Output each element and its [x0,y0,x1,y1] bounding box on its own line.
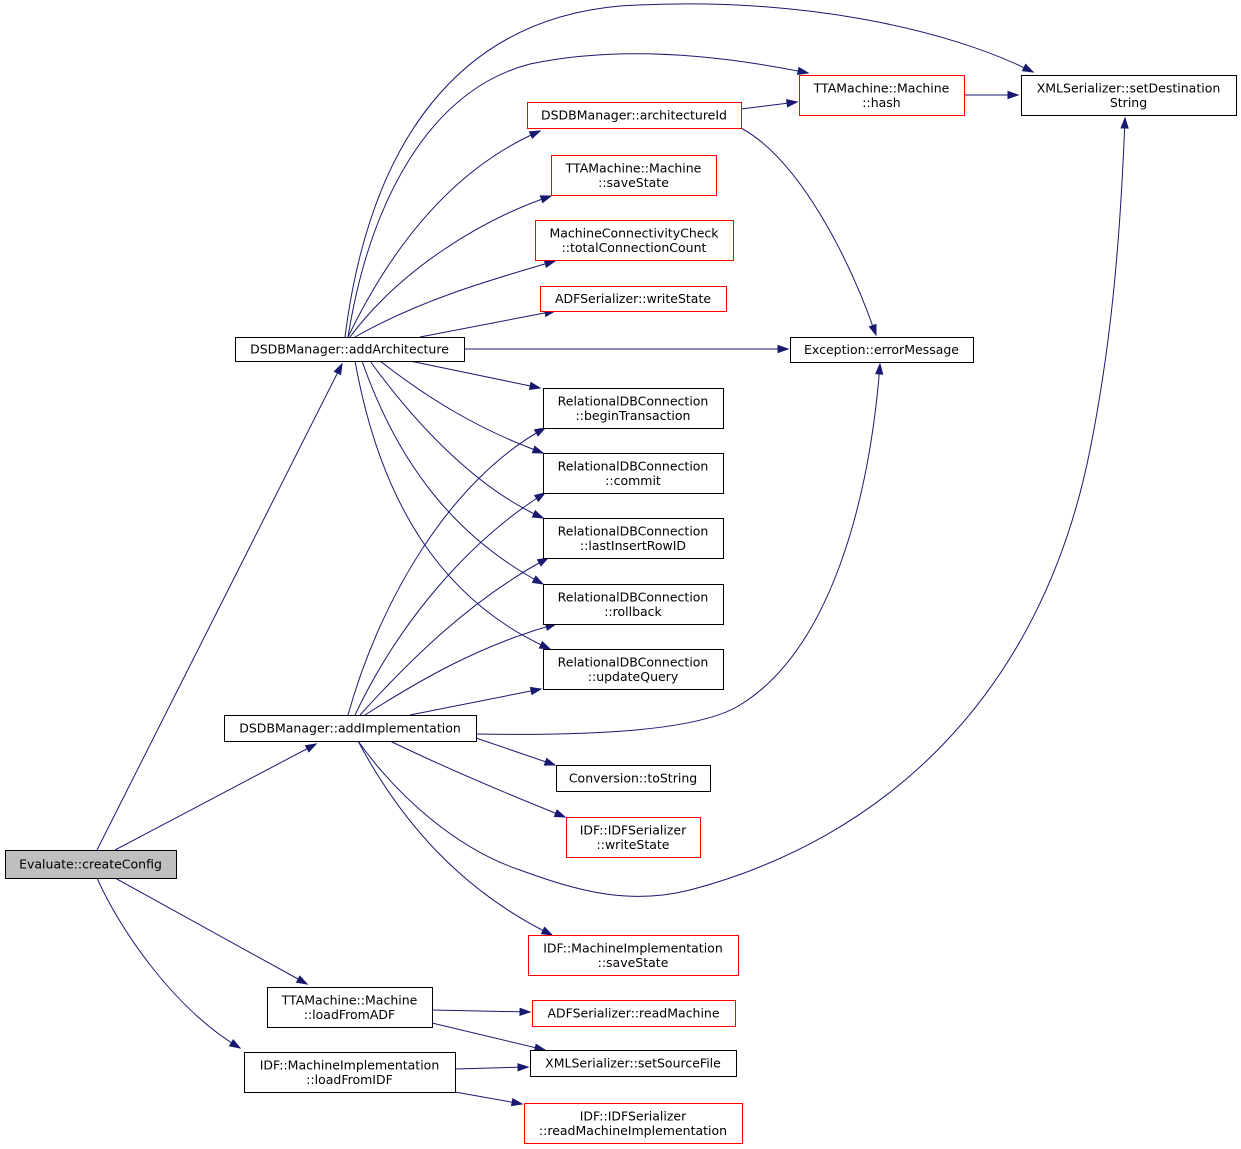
node-begin[interactable]: RelationalDBConnection::beginTransaction [543,388,724,429]
edge-loadidf-to-setsource [454,1063,530,1072]
node-label: RelationalDBConnection [558,589,709,604]
node-label: ::loadFromIDF [306,1072,393,1087]
node-label: ::hash [862,95,900,110]
node-label: ::rollback [604,604,662,619]
edge-hash-to-setdest [964,90,1020,100]
node-readimpl[interactable]: IDF::IDFSerializer::readMachineImplement… [524,1103,743,1144]
edge-addimpl-to-lastrow [359,557,550,716]
edge-addarch-to-lastrow [369,360,545,519]
node-label: ::commit [605,473,661,488]
edge-addimpl-to-begin [347,427,547,716]
node-label: RelationalDBConnection [558,458,709,473]
node-idfwrite[interactable]: IDF::IDFSerializer::writeState [566,817,701,858]
edge-addimpl-to-idfwrite [389,740,567,818]
edge-eval-to-loadadf [114,877,309,985]
edge-loadadf-to-readmachine [431,1007,532,1016]
node-label: ::lastInsertRowID [580,538,686,553]
edge-addimpl-to-update [409,686,543,716]
node-setsource[interactable]: XMLSerializer::setSourceFile [530,1050,737,1077]
node-eval[interactable]: Evaluate::createConfig [5,850,177,879]
node-label: ::saveState [598,175,669,190]
edge-eval-to-loadidf [96,877,242,1049]
edge-addimpl-to-errmsg [475,362,884,735]
node-label: IDF::IDFSerializer [580,822,687,837]
node-savestate[interactable]: TTAMachine::Machine::saveState [551,155,717,196]
edge-addimpl-to-implsave [357,740,554,936]
edge-addarch-to-archid [347,130,542,338]
edge-archid-to-errmsg [740,127,877,337]
edge-addarch-to-savestate [349,195,553,338]
edge-addarch-to-rollback [361,360,545,585]
node-label: RelationalDBConnection [558,393,709,408]
node-totalconn[interactable]: MachineConnectivityCheck::totalConnectio… [535,220,734,261]
edge-addarch-to-hash [347,53,810,338]
node-implsave[interactable]: IDF::MachineImplementation::saveState [528,935,739,976]
node-label: ::writeState [597,837,670,852]
node-errmsg[interactable]: Exception::errorMessage [790,337,974,363]
node-label: IDF::IDFSerializer [580,1108,687,1123]
node-tostring[interactable]: Conversion::toString [556,765,711,792]
node-label: ::loadFromADF [304,1007,395,1022]
node-addarch[interactable]: DSDBManager::addArchitecture [235,337,465,362]
edge-addimpl-to-rollback [364,622,558,716]
node-label: TTAMachine::Machine [281,992,418,1007]
node-label: IDF::MachineImplementation [260,1057,440,1072]
edge-addarch-to-errmsg [464,344,790,354]
node-label: TTAMachine::Machine [813,80,950,95]
edge-addarch-to-totalconn [354,259,557,338]
edge-addarch-to-adfwrite [419,308,557,338]
edge-addimpl-to-tostring [475,737,557,766]
node-readmachine[interactable]: ADFSerializer::readMachine [532,1000,736,1027]
node-label: RelationalDBConnection [558,523,709,538]
node-archid[interactable]: DSDBManager::architectureId [527,102,742,129]
edge-addarch-to-update [354,360,552,650]
edge-eval-to-addimpl [114,743,318,851]
edge-addarch-to-commit [379,360,545,454]
edge-addarch-to-setdest [344,3,1035,338]
node-commit[interactable]: RelationalDBConnection::commit [543,453,724,494]
node-label: DSDBManager::addImplementation [239,721,461,736]
edge-addimpl-to-setdest [357,116,1129,897]
node-hash[interactable]: TTAMachine::Machine::hash [799,75,965,116]
node-adfwrite[interactable]: ADFSerializer::writeState [540,286,727,312]
edge-loadadf-to-setsource [431,1022,547,1052]
node-label: Conversion::toString [569,771,697,786]
node-label: ::updateQuery [588,669,679,684]
node-label: ::beginTransaction [576,408,691,423]
node-label: IDF::MachineImplementation [543,940,723,955]
node-update[interactable]: RelationalDBConnection::updateQuery [543,649,724,690]
node-lastrow[interactable]: RelationalDBConnection::lastInsertRowID [543,518,724,559]
node-label: String [1110,95,1147,110]
node-label: Evaluate::createConfig [19,857,162,872]
node-label: MachineConnectivityCheck [549,225,719,240]
edge-archid-to-hash [740,99,799,110]
edge-loadidf-to-readimpl [454,1091,524,1107]
node-loadidf[interactable]: IDF::MachineImplementation::loadFromIDF [244,1052,456,1093]
node-rollback[interactable]: RelationalDBConnection::rollback [543,584,724,625]
node-label: ::totalConnectionCount [562,240,707,255]
edge-addimpl-to-commit [354,492,547,716]
node-loadadf[interactable]: TTAMachine::Machine::loadFromADF [267,987,433,1028]
node-label: ::readMachineImplementation [539,1123,727,1138]
node-label: DSDBManager::architectureId [541,108,727,123]
node-label: ADFSerializer::writeState [555,291,711,306]
node-label: ::saveState [598,955,669,970]
edge-addarch-to-begin [409,360,542,390]
node-label: XMLSerializer::setDestination [1037,80,1221,95]
node-label: XMLSerializer::setSourceFile [545,1056,721,1071]
node-label: Exception::errorMessage [804,342,959,357]
node-addimpl[interactable]: DSDBManager::addImplementation [224,715,477,742]
edge-eval-to-addarch [96,362,343,851]
node-label: DSDBManager::addArchitecture [250,342,449,357]
node-label: TTAMachine::Machine [565,160,702,175]
nodes-layer: Evaluate::createConfig DSDBManager::addAr… [5,75,1237,1144]
node-label: ADFSerializer::readMachine [547,1006,719,1021]
node-label: RelationalDBConnection [558,654,709,669]
